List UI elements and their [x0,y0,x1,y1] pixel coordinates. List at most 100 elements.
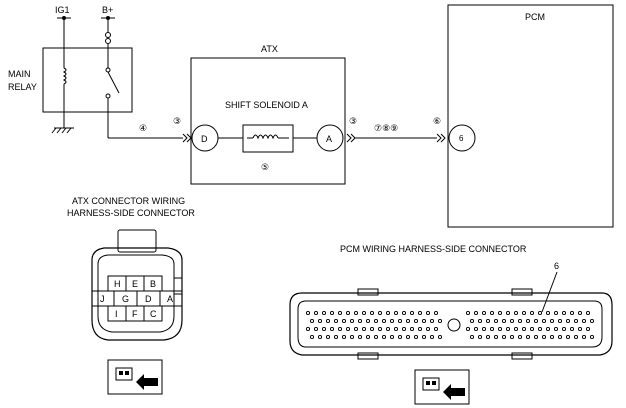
pcm-pin-hole [565,318,571,324]
pcm-pin-hole [521,326,527,332]
pcm-pin-hole [369,326,375,332]
ground-symbol [51,112,74,134]
pcm-pin-hole [557,334,563,340]
ig1-terminal [57,16,71,48]
pcm-pin-hole [537,326,543,332]
pcm-pin-hole [469,334,475,340]
pcm-pin-hole [537,310,543,316]
pcm-pin-hole [329,326,335,332]
pcm-pin-hole [525,318,531,324]
pcm-pin-hole [329,310,335,316]
pcm-pin-hole [401,310,407,316]
pcm-pin-hole [485,334,491,340]
pcm-pin-hole [313,310,319,316]
pcm-pin-hole [321,310,327,316]
pcm-pin-hole [417,310,423,316]
pcm-pin-hole [473,310,479,316]
pcm-pin-hole [393,326,399,332]
pcm-pin-hole [425,326,431,332]
pcm-pin-hole [337,310,343,316]
pcm-pin-hole [573,318,579,324]
atx-connector-caption-line1: ATX CONNECTOR WIRING [72,196,185,206]
pcm-pin-hole [317,318,323,324]
pcm-pin-hole [541,334,547,340]
pcm-pin-hole [545,310,551,316]
pcm-pin-hole [513,326,519,332]
pcm-pin-hole [521,310,527,316]
pcm-pin-hole [365,318,371,324]
pcm-pin-hole [437,318,443,324]
atx-connector-drawing [91,229,183,341]
pcm-pin-hole [429,318,435,324]
atx-connector-view-icon [107,359,163,395]
pcm-pin-hole [349,334,355,340]
atx-pin-d: D [145,294,152,304]
wire-relay-to-atx [107,112,192,143]
pcm-pin-hole [389,318,395,324]
pcm-pin-hole [393,310,399,316]
bplus-label: B+ [102,5,113,15]
pcm-pin-hole [409,326,415,332]
pcm-pin-callout: 6 [554,261,559,271]
pcm-pin-hole [361,326,367,332]
pcm-pin-hole [489,310,495,316]
pcm-pin-hole [577,310,583,316]
pcm-pin-hole [341,318,347,324]
pcm-pin-hole [501,318,507,324]
pcm-pin-hole [561,310,567,316]
pcm-pin-hole [357,334,363,340]
pcm-connector-caption: PCM WIRING HARNESS-SIDE CONNECTOR [340,244,527,254]
pcm-pin-hole [337,326,343,332]
pcm-pin-hole [345,326,351,332]
pcm-connector-view-icon [414,369,470,405]
atx-terminal-d-label: D [201,134,208,144]
pcm-pin-hole [377,326,383,332]
wire-atx-to-pcm [346,133,446,143]
pcm-pin-hole [305,326,311,332]
pcm-pin-hole [553,326,559,332]
pcm-pin-hole [481,326,487,332]
circuit-marker-3-right: ③ [349,116,357,126]
pcm-pin-hole [405,334,411,340]
pcm-pin-hole [433,310,439,316]
circuit-marker-6: ⑥ [433,116,441,126]
atx-terminal-a [316,124,344,152]
pcm-pin-hole [501,334,507,340]
pcm-pin-hole [525,334,531,340]
pcm-pin-hole [581,334,587,340]
pcm-pin-hole [477,334,483,340]
pcm-pin-hole [309,334,315,340]
pcm-pin-hole [317,334,323,340]
pcm-pin-hole [333,318,339,324]
atx-pin-g: G [122,294,129,304]
pcm-pin-hole [505,326,511,332]
pcm-pin-hole [333,334,339,340]
pcm-pin-hole [585,310,591,316]
pcm-connector-drawing [289,288,613,360]
pcm-pin-hole [357,318,363,324]
pcm-pin-hole [517,318,523,324]
pcm-pin-hole [581,318,587,324]
pcm-pin-hole [421,334,427,340]
pcm-pin-hole [545,326,551,332]
pcm-pin-hole [561,326,567,332]
pcm-pin-hole [493,334,499,340]
pcm-pin-hole [465,326,471,332]
pcm-pin-hole [377,310,383,316]
atx-pin-j: J [100,294,105,304]
pcm-pin-hole [373,334,379,340]
pcm-pin-hole [341,334,347,340]
pcm-pin-hole [497,310,503,316]
pcm-terminal-6 [448,124,476,152]
pcm-pin-hole [413,318,419,324]
pcm-title: PCM [525,12,545,22]
shift-solenoid-label: SHIFT SOLENOID A [225,100,308,110]
shift-solenoid-coil [242,124,294,153]
pcm-pin-hole [573,334,579,340]
pcm-pin-hole [549,334,555,340]
pcm-pin-hole [517,334,523,340]
pcm-pin-hole [497,326,503,332]
pcm-pin-hole [589,334,595,340]
pcm-pin-hole [565,334,571,340]
pcm-pin-hole [417,326,423,332]
